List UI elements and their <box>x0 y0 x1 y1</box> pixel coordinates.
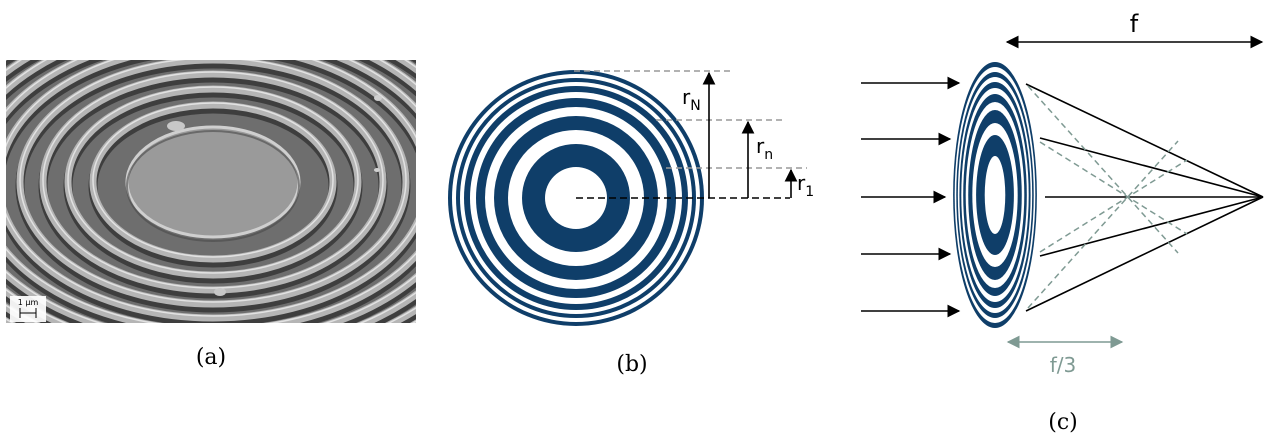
third-order-rays <box>1027 85 1188 309</box>
panel-a: 1 μm (a) <box>6 60 416 370</box>
sem-ring-highlight <box>6 60 416 317</box>
scale-bar-label: 1 μm <box>18 298 39 307</box>
transparent-zone <box>984 156 1006 234</box>
sem-particle <box>214 288 226 296</box>
sem-ring <box>6 60 416 322</box>
sem-ring-shadow <box>6 60 416 323</box>
sem-ring-highlight <box>92 102 334 258</box>
sem-rings <box>6 60 416 323</box>
label-rn: rn <box>756 134 773 163</box>
panel-c: f f/3 (c) <box>861 10 1264 435</box>
sem-ring-highlight <box>67 86 359 274</box>
scale-bar-icon <box>19 308 37 318</box>
sem-ring-highlight <box>42 71 384 289</box>
zone-plate-side-view <box>953 62 1037 328</box>
third-focal-label: f/3 <box>1050 353 1077 377</box>
sem-particle <box>167 121 185 131</box>
caption-c: (c) <box>1048 410 1078 435</box>
scale-bar-box <box>10 296 46 322</box>
sem-image: 1 μm <box>6 60 416 323</box>
focal-length-label: f <box>1130 10 1139 38</box>
sem-ring-highlight <box>19 60 407 303</box>
radius-guide-lines <box>574 70 807 169</box>
caption-b: (b) <box>616 352 647 377</box>
caption-a: (a) <box>196 345 226 370</box>
label-r1: r1 <box>797 171 814 200</box>
sem-particle <box>374 168 380 172</box>
panel-b: rN rn r1 (b) <box>448 70 814 377</box>
focused-rays <box>1025 83 1264 312</box>
sem-central-disk <box>125 125 301 239</box>
sem-particle <box>374 95 382 101</box>
label-rN: rN <box>682 85 701 114</box>
incident-rays <box>861 76 961 318</box>
